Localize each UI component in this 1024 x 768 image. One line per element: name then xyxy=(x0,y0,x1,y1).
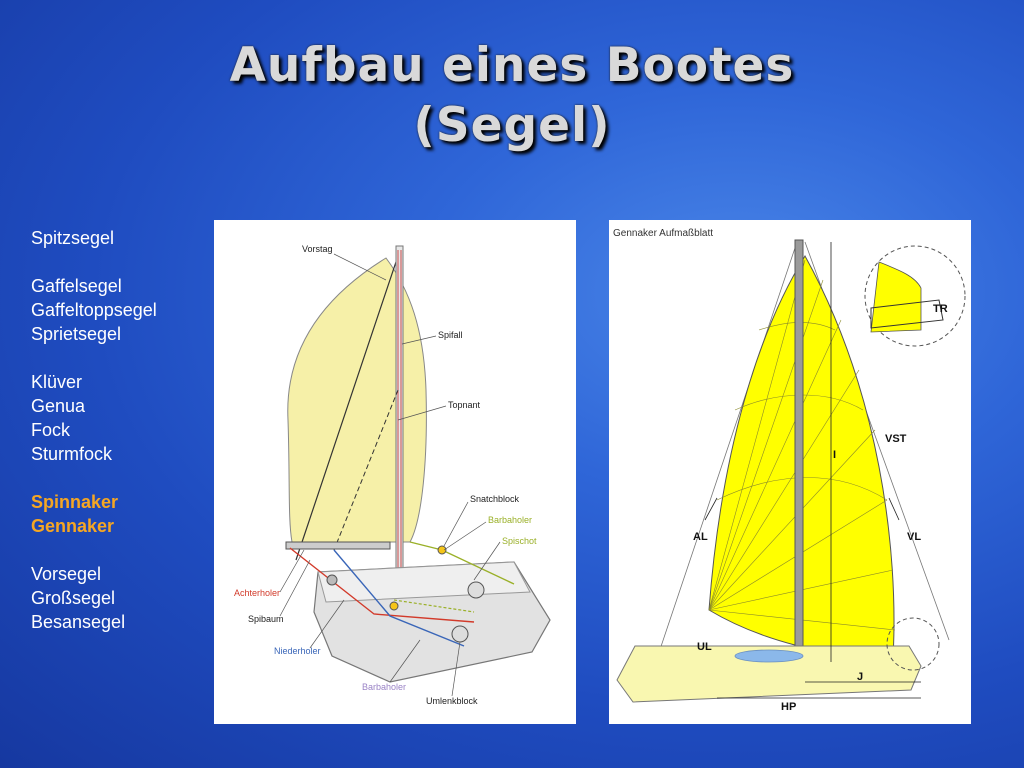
list-item: Besansegel xyxy=(31,612,126,632)
list-item: Klüver xyxy=(31,372,83,392)
label-hp: HP xyxy=(781,701,796,713)
label-al: AL xyxy=(693,531,708,543)
title-line-1: Aufbau eines Bootes xyxy=(229,38,795,93)
list-item-highlight: Gennaker xyxy=(31,516,115,536)
slide-title: Aufbau eines Bootes (Segel) xyxy=(0,36,1024,156)
title-line-2: (Segel) xyxy=(413,98,611,153)
list-item: Vorsegel xyxy=(31,564,102,584)
label-snatchblock: Snatchblock xyxy=(470,494,520,504)
gennaker-illustration: Gennaker Aufmaßblatt xyxy=(613,228,966,713)
label-umlenkblock: Umlenkblock xyxy=(426,696,478,706)
list-item: Spitzsegel xyxy=(31,228,115,248)
list-item: Großsegel xyxy=(31,588,116,608)
spinnaker-illustration: Vorstag Spifall Topnant Snatchblock Barb… xyxy=(234,244,551,706)
list-item: Sprietsegel xyxy=(31,324,122,344)
list-spacer xyxy=(31,466,211,490)
list-item: Fock xyxy=(31,420,71,440)
label-topnant: Topnant xyxy=(448,400,481,410)
label-barbaholer-bottom: Barbaholer xyxy=(362,682,406,692)
label-niederholer: Niederholer xyxy=(274,646,321,656)
list-item: Gaffelsegel xyxy=(31,276,122,296)
gennaker-diagram: Gennaker Aufmaßblatt xyxy=(609,220,971,724)
label-vst: VST xyxy=(885,433,907,445)
spinnaker-diagram: Vorstag Spifall Topnant Snatchblock Barb… xyxy=(214,220,576,724)
list-item: Sturmfock xyxy=(31,444,113,464)
list-item: Genua xyxy=(31,396,86,416)
list-item-highlight: Spinnaker xyxy=(31,492,119,512)
list-spacer xyxy=(31,538,211,562)
label-tr: TR xyxy=(933,303,948,315)
label-spifall: Spifall xyxy=(438,330,463,340)
label-ul: UL xyxy=(697,641,712,653)
list-item: Gaffeltoppsegel xyxy=(31,300,157,320)
label-spischot: Spischot xyxy=(502,536,537,546)
sail-type-list: Spitzsegel Gaffelsegel Gaffeltoppsegel S… xyxy=(31,226,211,634)
label-j: J xyxy=(857,671,863,683)
label-spibaum: Spibaum xyxy=(248,614,284,624)
gennaker-caption: Gennaker Aufmaßblatt xyxy=(613,228,713,239)
label-barbaholer-top: Barbaholer xyxy=(488,515,532,525)
label-achterholer: Achterholer xyxy=(234,588,280,598)
label-i: I xyxy=(833,449,836,461)
list-spacer xyxy=(31,346,211,370)
list-spacer xyxy=(31,250,211,274)
label-vl: VL xyxy=(907,531,921,543)
label-vorstag: Vorstag xyxy=(302,244,333,254)
